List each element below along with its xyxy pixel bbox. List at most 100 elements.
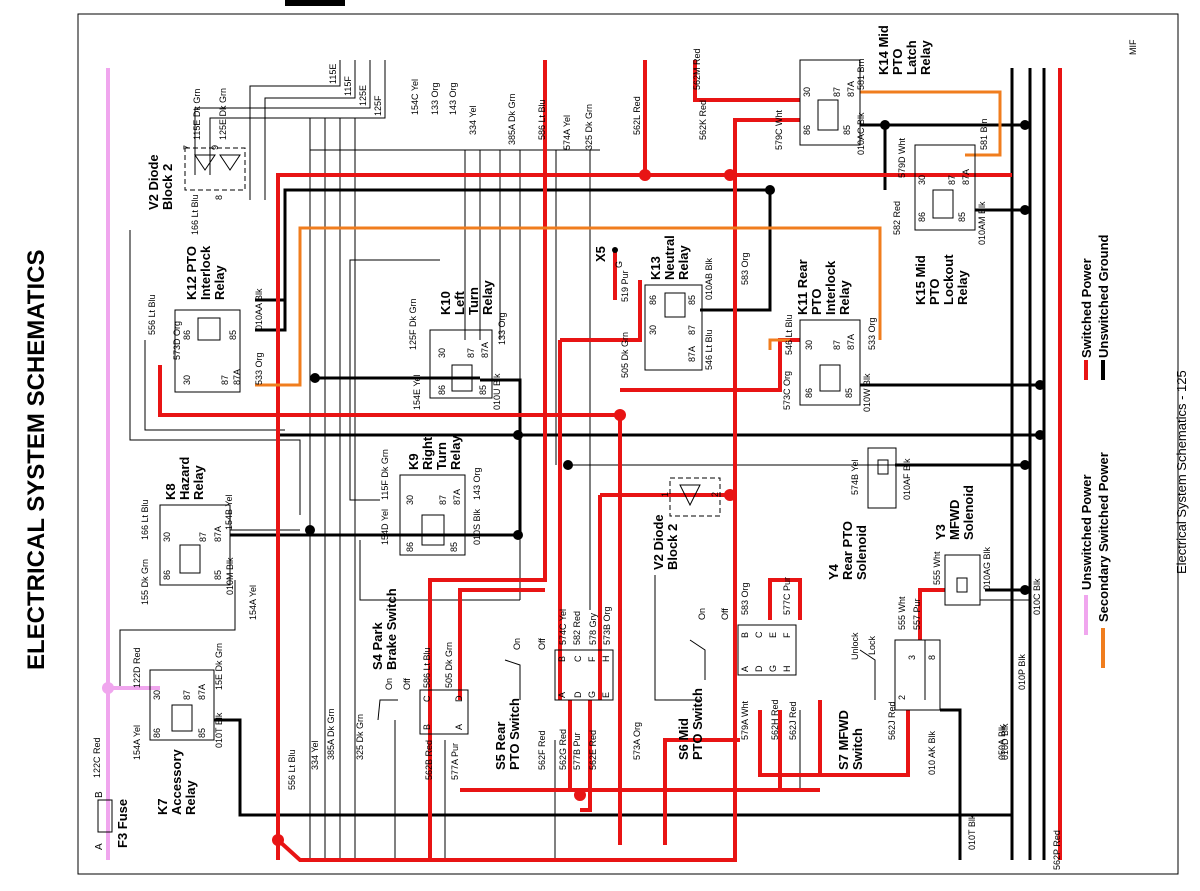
svg-text:Accessory: Accessory (169, 748, 184, 815)
svg-text:1: 1 (660, 492, 670, 497)
svg-text:PTO: PTO (927, 279, 942, 306)
svg-text:577C Pur: 577C Pur (782, 577, 792, 615)
svg-text:86: 86 (405, 542, 415, 552)
svg-text:86: 86 (804, 388, 814, 398)
k14-relay: 86 85 30 87 87A K14 Mid PTO Latch Relay … (692, 25, 933, 155)
svg-text:574C Yel: 574C Yel (558, 609, 568, 645)
svg-text:010T Blk: 010T Blk (967, 814, 977, 850)
svg-text:125F: 125F (373, 95, 383, 116)
k14-label: K14 Mid (876, 25, 891, 75)
svg-text:2: 2 (710, 492, 720, 497)
svg-text:555 Wht: 555 Wht (897, 596, 907, 630)
svg-text:562K Red: 562K Red (698, 100, 708, 140)
svg-text:Relay: Relay (212, 265, 227, 300)
svg-text:87A: 87A (452, 489, 462, 505)
svg-text:3: 3 (907, 655, 917, 660)
svg-text:PTO Switch: PTO Switch (690, 688, 705, 760)
svg-text:133 Org: 133 Org (497, 312, 507, 345)
svg-text:562B Red: 562B Red (424, 740, 434, 780)
svg-text:G: G (768, 665, 778, 672)
svg-text:562G Red: 562G Red (558, 729, 568, 770)
wire-122c: 122C Red (92, 737, 102, 778)
top-marker (285, 0, 345, 6)
svg-text:86: 86 (162, 570, 172, 580)
svg-text:533 Org: 533 Org (254, 352, 264, 385)
k9-label: K9 (406, 453, 421, 470)
svg-text:334 Yel: 334 Yel (310, 740, 320, 770)
svg-text:582 Red: 582 Red (572, 611, 582, 645)
k7-relay: 86 85 30 87 87A K7 Accessory Relay 154A … (132, 643, 224, 815)
legend: Switched Power Unswitched Ground Unswitc… (1079, 234, 1111, 668)
svg-text:9: 9 (210, 145, 220, 150)
ground-bus-labels: 010D Blk 010P Blk 010C Blk 050A Blk 562P… (967, 578, 1062, 870)
k15-label: K15 Mid (913, 255, 928, 305)
svg-text:122D Red: 122D Red (132, 647, 142, 688)
svg-text:30: 30 (802, 87, 812, 97)
svg-text:579C Wht: 579C Wht (774, 109, 784, 150)
svg-text:30: 30 (917, 175, 927, 185)
svg-text:Solenoid: Solenoid (961, 485, 976, 540)
legend-label-ground: Unswitched Ground (1096, 234, 1111, 358)
svg-text:010S Blk: 010S Blk (472, 508, 482, 545)
svg-text:Off: Off (537, 638, 547, 650)
svg-text:325 Dk Grn: 325 Dk Grn (584, 104, 594, 150)
svg-text:Rear PTO: Rear PTO (840, 521, 855, 580)
svg-text:Off: Off (720, 608, 730, 620)
svg-text:87A: 87A (961, 169, 971, 185)
svg-text:010P Blk: 010P Blk (1017, 654, 1027, 690)
svg-text:30: 30 (648, 325, 658, 335)
svg-text:557 Pur: 557 Pur (912, 598, 922, 630)
svg-text:On: On (384, 678, 394, 690)
k11-label: K11 Rear (795, 259, 810, 315)
svg-text:85: 85 (842, 125, 852, 135)
svg-text:C: C (754, 631, 764, 638)
svg-text:Block 2: Block 2 (665, 524, 680, 570)
svg-text:Lockout: Lockout (941, 254, 956, 305)
svg-text:583 Org: 583 Org (740, 252, 750, 285)
k9-relay: 86 85 30 87 87A K9 Right Turn Relay 115F… (380, 435, 482, 556)
svg-text:Relay: Relay (480, 280, 495, 315)
k10-label: K10 (438, 291, 453, 315)
svg-text:579D Wht: 579D Wht (897, 137, 907, 178)
k12-relay: 86 85 30 87 87A K12 PTO Interlock Relay … (147, 245, 264, 393)
svg-text:Relay: Relay (676, 245, 691, 280)
svg-text:125E: 125E (358, 85, 368, 106)
s6-switch: S6 Mid PTO Switch On Off B C E F A D G H… (676, 577, 798, 760)
s6-label: S6 Mid (676, 718, 691, 760)
svg-text:574A Yel: 574A Yel (562, 115, 572, 150)
svg-text:Relay: Relay (191, 465, 206, 500)
svg-text:Relay: Relay (955, 270, 970, 305)
svg-text:7: 7 (182, 145, 192, 150)
svg-text:577B Pur: 577B Pur (572, 732, 582, 770)
svg-text:85: 85 (844, 388, 854, 398)
svg-text:562M Red: 562M Red (692, 48, 702, 90)
svg-text:A: A (557, 692, 567, 698)
svg-text:010 AK Blk: 010 AK Blk (927, 730, 937, 775)
svg-text:154E Yel: 154E Yel (412, 374, 422, 410)
svg-text:85: 85 (449, 542, 459, 552)
svg-text:581 Brn: 581 Brn (856, 58, 866, 90)
svg-text:546 Lt Blu: 546 Lt Blu (704, 329, 714, 370)
svg-text:010T Blk: 010T Blk (214, 712, 224, 748)
svg-text:574B Yel: 574B Yel (850, 459, 860, 495)
svg-text:87A: 87A (197, 684, 207, 700)
svg-text:Switch: Switch (850, 728, 865, 770)
svg-text:581 Brn: 581 Brn (979, 118, 989, 150)
svg-text:30: 30 (437, 348, 447, 358)
svg-text:87: 87 (198, 532, 208, 542)
svg-text:562L Red: 562L Red (632, 96, 642, 135)
svg-text:505 Dk Grn: 505 Dk Grn (620, 332, 630, 378)
svg-text:010AB Blk: 010AB Blk (704, 257, 714, 300)
svg-text:143 Org: 143 Org (472, 467, 482, 500)
svg-text:573D Org: 573D Org (172, 321, 182, 360)
svg-text:334 Yel: 334 Yel (468, 105, 478, 135)
junction-dots (272, 120, 1045, 846)
svg-text:2: 2 (897, 695, 907, 700)
v2-left-label: V2 Diode (146, 154, 161, 210)
svg-text:Interlock: Interlock (198, 245, 213, 300)
svg-text:Relay: Relay (448, 435, 463, 470)
svg-text:166 Lt Blu: 166 Lt Blu (140, 499, 150, 540)
svg-text:8: 8 (927, 655, 937, 660)
svg-text:578 Gry: 578 Gry (588, 612, 598, 645)
svg-text:385A Dk Grn: 385A Dk Grn (507, 93, 517, 145)
